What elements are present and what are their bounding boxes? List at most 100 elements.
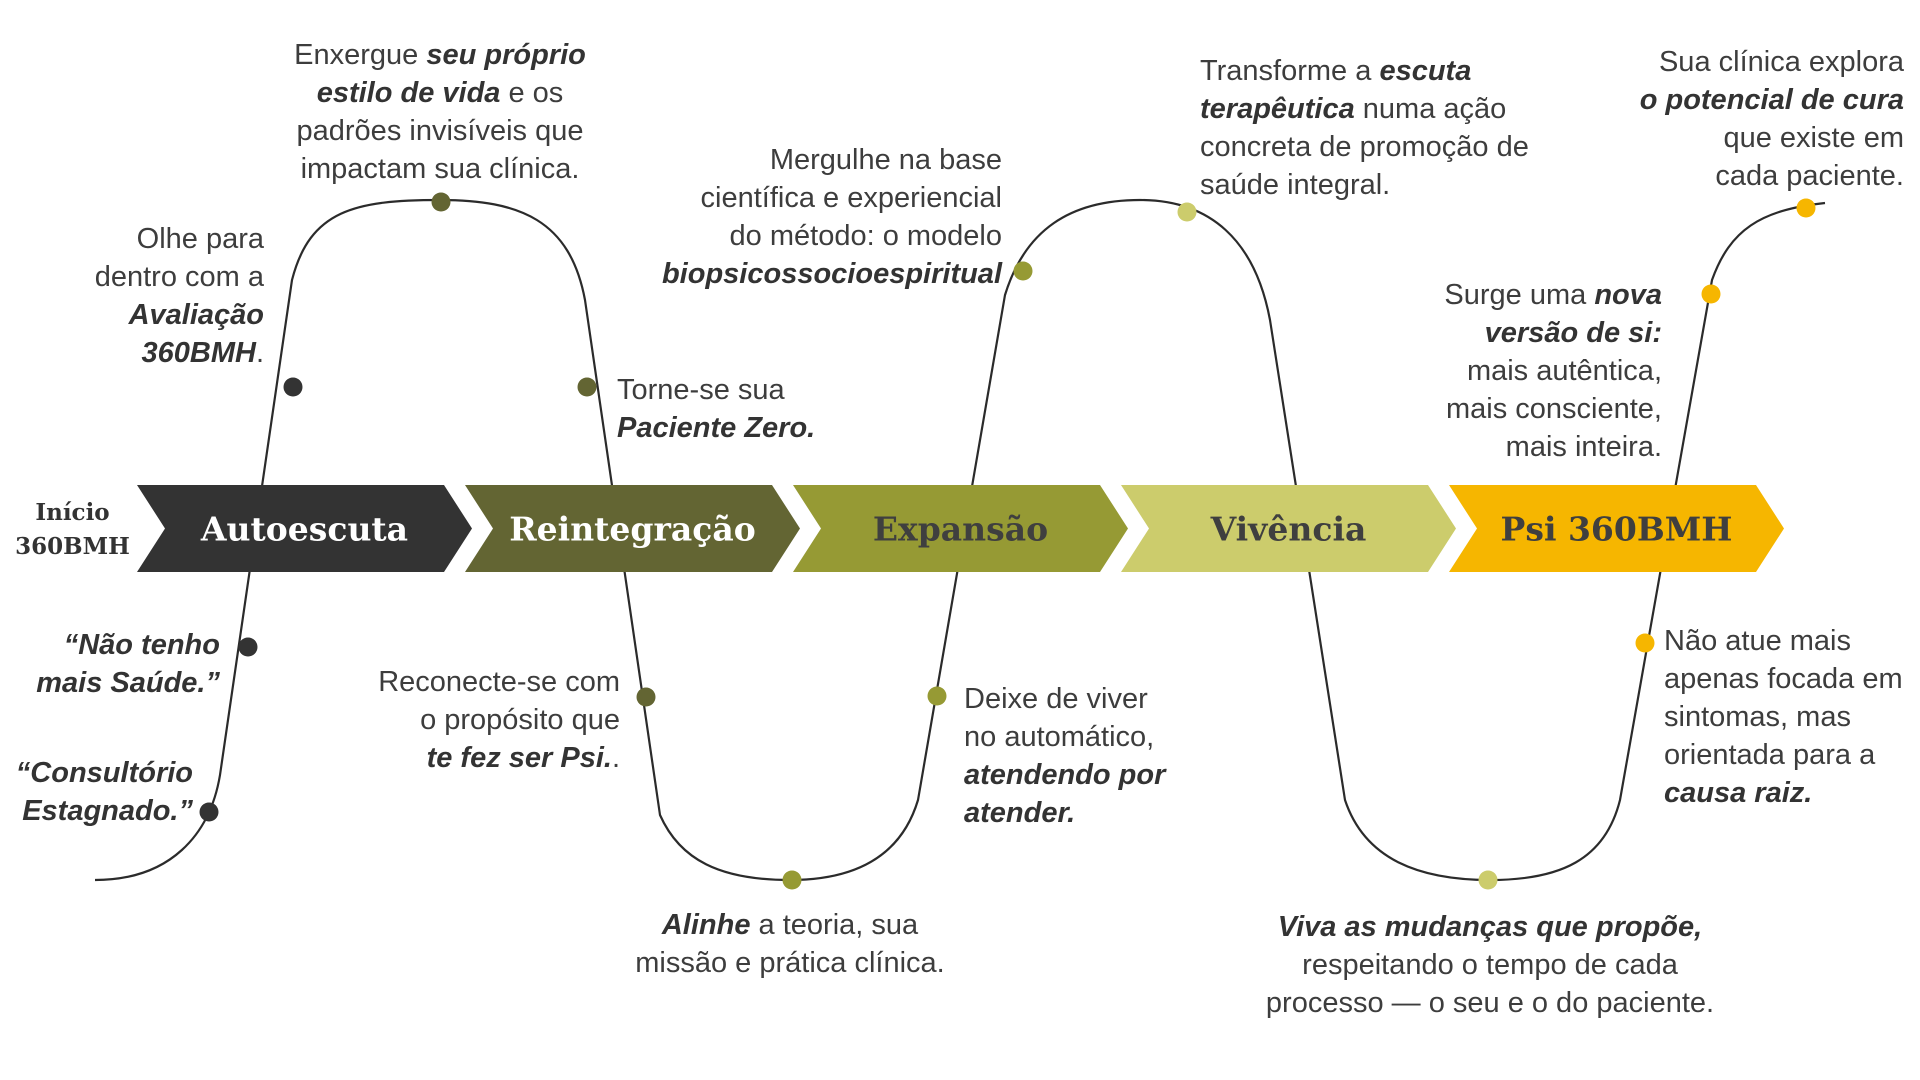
annotation-line: Estagnado.” (16, 792, 193, 830)
annotation-line: mais autêntica, (1444, 352, 1662, 390)
annotation-text: apenas focada em (1664, 663, 1903, 695)
annotation-line: Surge uma nova (1444, 276, 1662, 314)
stage-arrow (137, 485, 472, 572)
annotation-line: estilo de vida e os (280, 74, 600, 112)
annotation-line: biopsicossocioespiritual (662, 255, 1002, 293)
annotation-text: padrões invisíveis que (296, 115, 584, 147)
annotation-text: Torne-se sua (617, 374, 785, 406)
annotation-line: Não atue mais (1664, 622, 1903, 660)
annotation-line: o propósito que (378, 701, 620, 739)
annotation-emphasis: escuta (1379, 55, 1472, 87)
annotation-line: Mergulhe na base (662, 141, 1002, 179)
start-label-line1: Início (35, 499, 110, 526)
annotation-line: Paciente Zero. (617, 409, 815, 447)
annotation-line: “Não tenho (36, 626, 220, 664)
stage-marker-dot (927, 686, 947, 706)
annotation-line: cada paciente. (1640, 157, 1904, 195)
annotation-emphasis: atendendo por (964, 759, 1166, 791)
annotation-line: atendendo por (964, 756, 1165, 794)
annotation-line: concreta de promoção de (1200, 128, 1529, 166)
stage-label: Psi 360BMH (1501, 510, 1733, 549)
stage-marker-dot (238, 637, 258, 657)
annotation-emphasis: Viva as mudanças que propõe, (1277, 911, 1703, 943)
annotation-line: causa raiz. (1664, 774, 1903, 812)
annotation-text: Surge uma (1444, 279, 1595, 311)
annotation-text: concreta de promoção de (1200, 131, 1529, 163)
annotation-emphasis: seu próprio (426, 39, 586, 71)
annotation-text: a teoria, sua (750, 909, 919, 941)
annotation-text: . (611, 742, 620, 774)
annotation-text: . (255, 337, 264, 369)
annotation-emphasis: nova (1594, 279, 1662, 311)
annotation-line: “Consultório (16, 754, 193, 792)
stage-marker-dot (636, 687, 656, 707)
annotation-line: Enxergue seu próprio (280, 36, 600, 74)
annotation-line: o potencial de cura (1640, 81, 1904, 119)
annotation-emphasis: versão de si: (1484, 317, 1662, 349)
stage-label: Vivência (1210, 510, 1367, 549)
stage-label: Expansão (873, 510, 1048, 549)
stage-marker-dot (782, 870, 802, 890)
annotation-line: científica e experiencial (662, 179, 1002, 217)
annotation-line: padrões invisíveis que (280, 112, 600, 150)
annotation-emphasis: o potencial de cura (1639, 84, 1904, 116)
annotation-line: processo — o seu e o do paciente. (1230, 984, 1750, 1022)
stage-marker-dot (1478, 870, 1498, 890)
annotation-line: missão e prática clínica. (600, 944, 980, 982)
annotation-text: numa ação (1354, 93, 1507, 125)
annotation-line: mais inteira. (1444, 428, 1662, 466)
stage-marker-dot (1701, 284, 1721, 304)
annotation-emphasis: causa raiz. (1664, 777, 1813, 809)
annotation-emphasis: Alinhe (661, 909, 751, 941)
annotation-text: e os (500, 77, 564, 109)
annotation-line: 360BMH. (95, 334, 265, 372)
annotation-text: dentro com a (94, 261, 264, 293)
annotation-emphasis: Paciente Zero. (617, 412, 816, 444)
annotation-line: te fez ser Psi.. (378, 739, 620, 777)
annotation-line: impactam sua clínica. (280, 150, 600, 188)
annotation-line: Olhe para (95, 220, 264, 258)
annotation-line: Sua clínica explora (1640, 43, 1904, 81)
annotation-text: respeitando o tempo de cada (1302, 949, 1678, 981)
annotation-line: orientada para a (1664, 736, 1903, 774)
stage-marker-dot (431, 192, 451, 212)
annotation-emphasis: mais Saúde.” (36, 667, 220, 699)
stage-marker-dot (577, 377, 597, 397)
stage-label: Reintegração (509, 510, 756, 549)
annotation-line: atender. (964, 794, 1165, 832)
stage-markers (199, 192, 1816, 890)
annotation-line: Transforme a escuta (1200, 52, 1529, 90)
annotation-text: científica e experiencial (700, 182, 1002, 214)
annotation-modelo-biopsicossocioespiritual: Mergulhe na base científica e experiencia… (662, 141, 1002, 293)
annotation-emphasis: Estagnado.” (22, 795, 193, 827)
annotation-line: do método: o modelo (662, 217, 1002, 255)
annotation-text: do método: o modelo (729, 220, 1002, 252)
annotation-emphasis: “Não tenho (63, 629, 220, 661)
annotation-text: Mergulhe na base (769, 144, 1002, 176)
annotation-line: que existe em (1640, 119, 1904, 157)
annotation-line: respeitando o tempo de cada (1230, 946, 1750, 984)
annotation-line: terapêutica numa ação (1200, 90, 1529, 128)
stage-label: Autoescuta (200, 510, 408, 549)
stage-marker-dot (1013, 261, 1033, 281)
journey-curve (94, 198, 1826, 882)
annotation-line: versão de si: (1444, 314, 1662, 352)
annotation-text: o propósito que (420, 704, 620, 736)
annotation-emphasis: Avaliação (128, 299, 264, 331)
stage-arrow (465, 485, 800, 572)
annotation-viva-as-mudancas: Viva as mudanças que propõe, respeitando … (1230, 908, 1750, 1022)
annotation-line: apenas focada em (1664, 660, 1903, 698)
annotation-line: mais Saúde.” (36, 664, 220, 702)
annotation-emphasis: atender. (964, 797, 1076, 829)
annotation-text: no automático, (964, 721, 1155, 753)
